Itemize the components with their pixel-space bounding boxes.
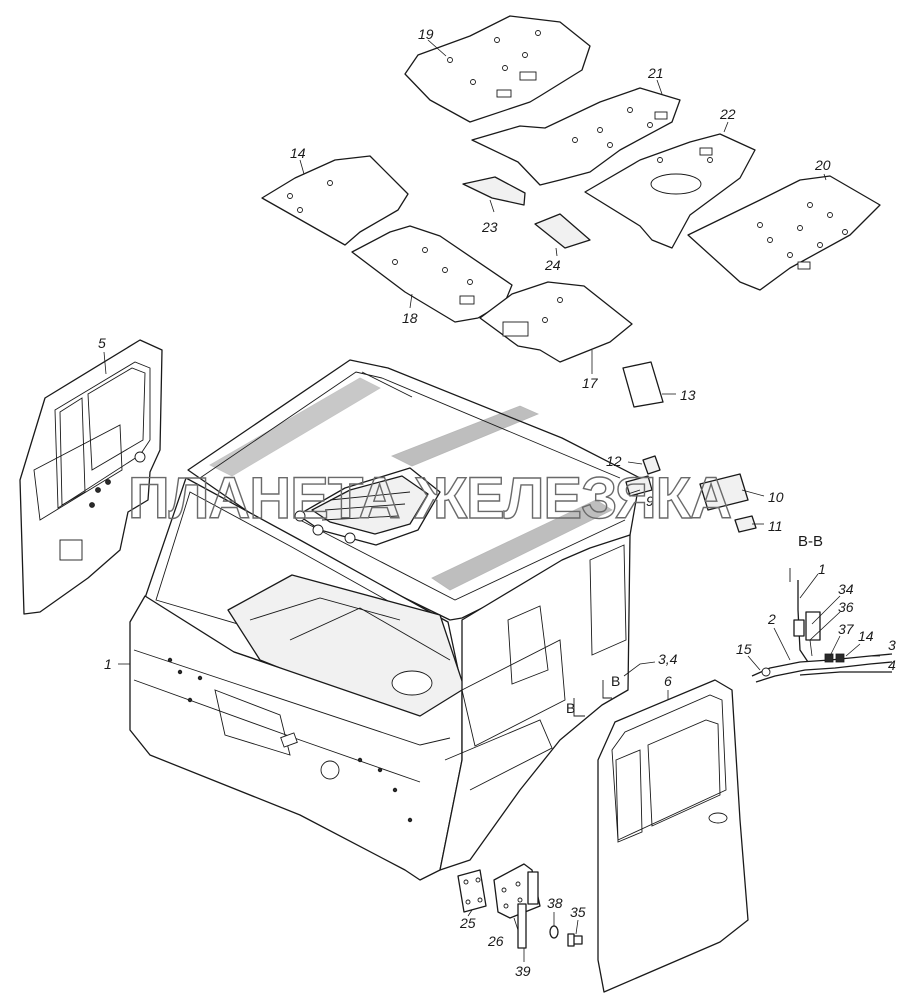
callout-12: 12 <box>606 453 622 469</box>
section-callout-3: 3 <box>888 637 896 653</box>
section-callout-2: 2 <box>767 611 776 627</box>
callout-11: 11 <box>768 518 783 534</box>
callout-10: 10 <box>768 489 784 505</box>
right-door-6 <box>597 679 749 993</box>
nut-38 <box>549 925 559 939</box>
section-marker-right: В <box>611 673 620 689</box>
section-title: В-В <box>798 533 823 550</box>
mat-13 <box>622 361 664 408</box>
callout-22: 22 <box>719 106 736 122</box>
callout-26: 26 <box>487 933 504 949</box>
section-callout-15: 15 <box>736 641 752 657</box>
mat-17 <box>479 281 633 363</box>
callout-14: 14 <box>290 145 306 161</box>
callout-38: 38 <box>547 895 563 911</box>
section-bb-detail <box>751 568 893 683</box>
pin-39 <box>517 903 527 949</box>
mat-18 <box>351 225 513 323</box>
small-part-9 <box>625 475 653 497</box>
callout-35: 35 <box>570 904 586 920</box>
callout-23: 23 <box>481 219 498 235</box>
small-part-10 <box>699 473 749 511</box>
callout-labels: 19 21 22 20 14 23 24 18 17 13 5 12 9 10 … <box>98 26 896 979</box>
mat-21 <box>471 87 681 186</box>
callout-39: 39 <box>515 963 531 979</box>
section-callout-1: 1 <box>818 561 826 577</box>
bolt-35 <box>567 933 583 947</box>
callout-5: 5 <box>98 335 106 351</box>
cab-body <box>129 359 641 881</box>
callout-21: 21 <box>647 65 664 81</box>
section-callout-4: 4 <box>888 657 896 673</box>
mat-23 <box>462 176 526 206</box>
section-callout-34: 34 <box>838 581 854 597</box>
left-door-5 <box>19 339 163 615</box>
callout-19: 19 <box>418 26 434 42</box>
callout-18: 18 <box>402 310 418 326</box>
mat-24 <box>534 213 591 249</box>
callout-3-4: 3,4 <box>658 651 678 667</box>
section-callout-36: 36 <box>838 599 854 615</box>
mat-14 <box>261 155 409 246</box>
section-callout-14: 14 <box>858 628 874 644</box>
mat-20 <box>687 175 881 291</box>
small-part-12 <box>642 455 661 475</box>
hinge-plate-25 <box>457 869 487 913</box>
hinge-26 <box>493 863 541 919</box>
small-part-11 <box>734 515 757 533</box>
leader-lines <box>103 39 884 962</box>
callout-1: 1 <box>104 656 112 672</box>
section-callout-37: 37 <box>838 621 855 637</box>
callout-9: 9 <box>646 493 654 509</box>
watermark: ПЛАНЕТА ЖЕЛЕЗЯКА <box>128 466 731 531</box>
section-marker-left: В <box>566 700 575 716</box>
mat-19 <box>404 15 591 123</box>
callout-24: 24 <box>544 257 561 273</box>
callout-13: 13 <box>680 387 696 403</box>
callout-17: 17 <box>582 375 599 391</box>
callout-6: 6 <box>664 673 672 689</box>
callout-20: 20 <box>814 157 831 173</box>
mat-22 <box>584 133 756 249</box>
callout-25: 25 <box>459 915 476 931</box>
